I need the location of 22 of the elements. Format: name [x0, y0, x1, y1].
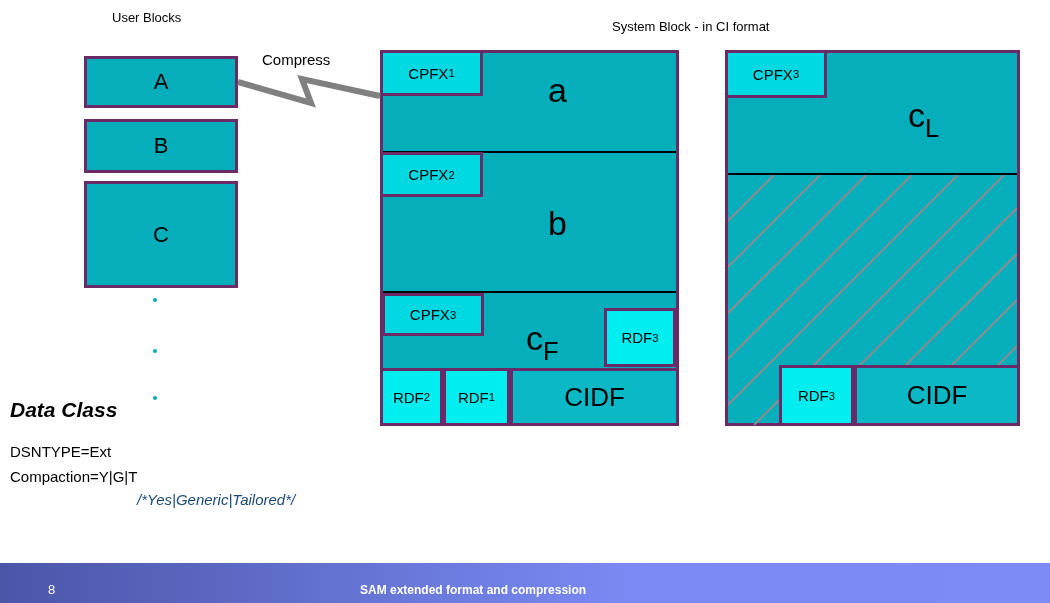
page-number: 8	[48, 582, 56, 597]
comment-text: /*Yes|Generic|Tailored*/	[137, 491, 296, 508]
heading: User Blocks	[112, 10, 182, 25]
user-block: B	[84, 119, 238, 173]
ci-block	[380, 50, 679, 426]
user-block: A	[84, 56, 238, 108]
cidf-box: CIDF	[510, 368, 679, 426]
ci-block	[725, 50, 1020, 426]
user-block: C	[84, 181, 238, 288]
segment-label: c$_{L}$	[908, 98, 940, 142]
cidf-box: CIDF	[854, 365, 1020, 426]
edge-label: Compress	[262, 51, 331, 68]
lightning-connector	[237, 74, 381, 108]
segment-label: a	[548, 73, 567, 107]
heading: System Block - in CI format	[612, 19, 770, 34]
section-title: Data Class	[10, 398, 118, 422]
footer-title: SAM extended format and compression	[360, 583, 587, 597]
setting-text: Compaction=Y|G|T	[10, 468, 138, 485]
record-segment	[383, 291, 676, 368]
segment-label: c$_{F}$	[526, 321, 559, 365]
segment-label: b	[548, 206, 567, 240]
setting-text: DSNTYPE=Ext	[10, 443, 112, 460]
